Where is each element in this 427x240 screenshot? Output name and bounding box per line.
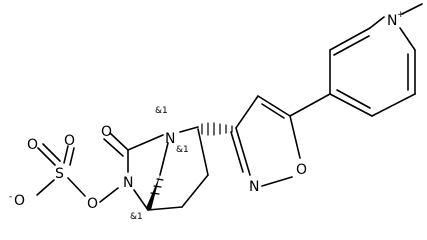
bond-iso-n-c3 (235, 127, 251, 176)
atom-n-isoxazole: N (249, 179, 259, 195)
stereo-label-c5: &1 (130, 212, 143, 222)
bond-pyr-5 (371, 93, 416, 117)
bond-iso-c5-o (289, 115, 301, 159)
bond-s-oanion (36, 179, 55, 196)
bond-nbridge-carbonyl (127, 134, 164, 151)
bond-pyr-1 (329, 27, 371, 51)
bond-namide-c5 (133, 189, 149, 211)
bond-pyr-6-inner (336, 89, 371, 109)
bond-iso-o-n (261, 176, 293, 187)
isoxazole-ring (230, 95, 301, 187)
bond-pyr-2 (369, 16, 385, 29)
atom-n-bridge: N (165, 131, 175, 147)
bond-s-o1-inner (42, 143, 61, 162)
bond-iso-c4-c5-inner (261, 103, 285, 119)
atom-o-sulfate-anion: O (14, 193, 25, 209)
bond-carbonyl-inner (103, 138, 124, 157)
wedge-bridge-c5 (146, 175, 160, 210)
stereo-label-c2: &1 (176, 145, 189, 155)
bond-n-methyl (401, 3, 423, 15)
bond-s-o2-inner (69, 147, 75, 166)
atom-o-sulfate-1: O (27, 137, 38, 153)
bond-pyr-isoxazole (289, 93, 331, 117)
stereo-label-nbridge: &1 (155, 106, 168, 116)
bond-namide-o (99, 187, 119, 203)
atom-o-isoxazole: O (296, 162, 307, 178)
bond-s-o2 (63, 145, 69, 164)
atom-o-sulfate-2: O (64, 133, 75, 149)
bond-iso-n-c3-inner (230, 131, 244, 173)
bond-s-o1 (37, 147, 56, 166)
charge-sulfate-anion: - (9, 192, 12, 202)
atom-s-sulfate: S (55, 166, 64, 182)
bond-c2-c3 (197, 128, 209, 176)
bond-c2-nbridge (179, 126, 199, 133)
charge-pyridinium: + (397, 10, 405, 20)
bond-pyr-1-inner (333, 35, 370, 56)
pyridinium-ring (329, 3, 423, 117)
atom-o-linker: O (87, 196, 98, 212)
bond-iso-c4-c5 (257, 95, 291, 117)
bond-c3-c4 (181, 174, 209, 208)
bond-nbridge-bridge (159, 142, 169, 176)
atom-n-pyridinium: N (387, 13, 397, 29)
bond-iso-c3-c4 (235, 95, 259, 129)
bond-pyr-3 (399, 27, 416, 51)
atom-o-carbonyl: O (101, 124, 112, 140)
bond-pyr-6 (329, 93, 373, 117)
atom-n-amide: N (123, 175, 133, 191)
bond-carbonyl (109, 132, 129, 151)
molecule-svg: N + O N (9, 3, 423, 222)
structure-diagram: N + O N (9, 3, 423, 222)
hashed-wedge-bridge (150, 178, 164, 195)
bond-o-s (67, 177, 86, 197)
bond-c4-c5 (147, 206, 183, 211)
hashed-wedge-c2 (201, 122, 233, 136)
